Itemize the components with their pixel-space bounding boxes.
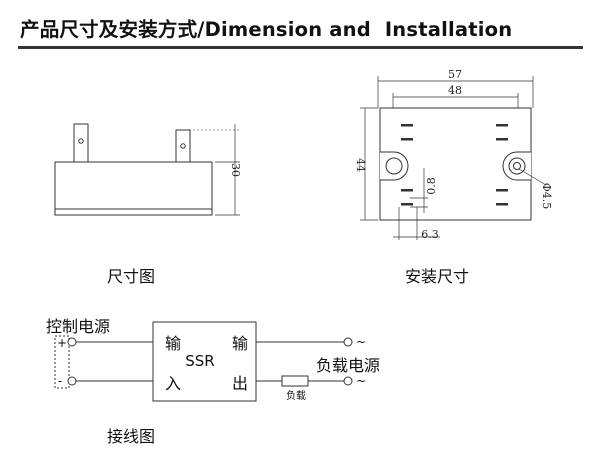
- wiring-caption: 接线图: [107, 427, 156, 446]
- input-label-top: 输: [165, 334, 181, 353]
- output-label-top: 输: [232, 334, 248, 353]
- right-terminal: [172, 129, 194, 163]
- right-mounting-slot: [502, 151, 531, 181]
- output-terminal-bottom: [343, 376, 353, 386]
- hole-spacing-label: 48: [448, 84, 462, 97]
- title-divider: [18, 46, 583, 49]
- page-title: 产品尺寸及安装方式/Dimension and Installation: [20, 18, 513, 41]
- mounting-caption: 安装尺寸: [405, 267, 470, 286]
- terminal-thickness-label: 0.8: [425, 177, 438, 195]
- control-supply-label: 控制电源: [46, 317, 111, 336]
- ac-symbol-top: ~: [356, 335, 366, 349]
- output-terminal-top: [343, 337, 353, 347]
- plus-sign: +: [57, 336, 67, 350]
- dimension-caption: 尺寸图: [107, 267, 156, 286]
- input-label-bottom: 入: [165, 374, 181, 393]
- minus-sign: -: [58, 374, 62, 388]
- left-mounting-slot: [380, 151, 409, 181]
- wiring-diagram: [54, 321, 353, 402]
- terminal-width-label: 6.3: [421, 228, 439, 241]
- ssr-block: [152, 321, 257, 402]
- output-label-bottom: 出: [232, 374, 248, 393]
- overall-width-label: 57: [448, 68, 462, 81]
- top-height-label: 44: [354, 158, 367, 172]
- side-height-label: 30: [229, 163, 242, 177]
- hole-diameter-label: Φ4.5: [540, 183, 553, 210]
- left-terminal: [70, 123, 92, 163]
- input-terminal-plus: [67, 337, 77, 347]
- input-terminal-minus: [67, 376, 77, 386]
- load-supply-label: 负载电源: [316, 356, 381, 375]
- load-resistor: [281, 375, 309, 387]
- load-label: 负载: [286, 389, 306, 402]
- relay-body-side: [54, 161, 213, 216]
- relay-body-top: [379, 107, 532, 221]
- control-supply-box: [54, 335, 70, 389]
- top-view-terminals: [401, 124, 508, 206]
- side-view: [54, 123, 240, 216]
- ssr-label: SSR: [185, 352, 214, 370]
- top-view: [360, 76, 547, 240]
- ac-symbol-bottom: ~: [356, 374, 366, 388]
